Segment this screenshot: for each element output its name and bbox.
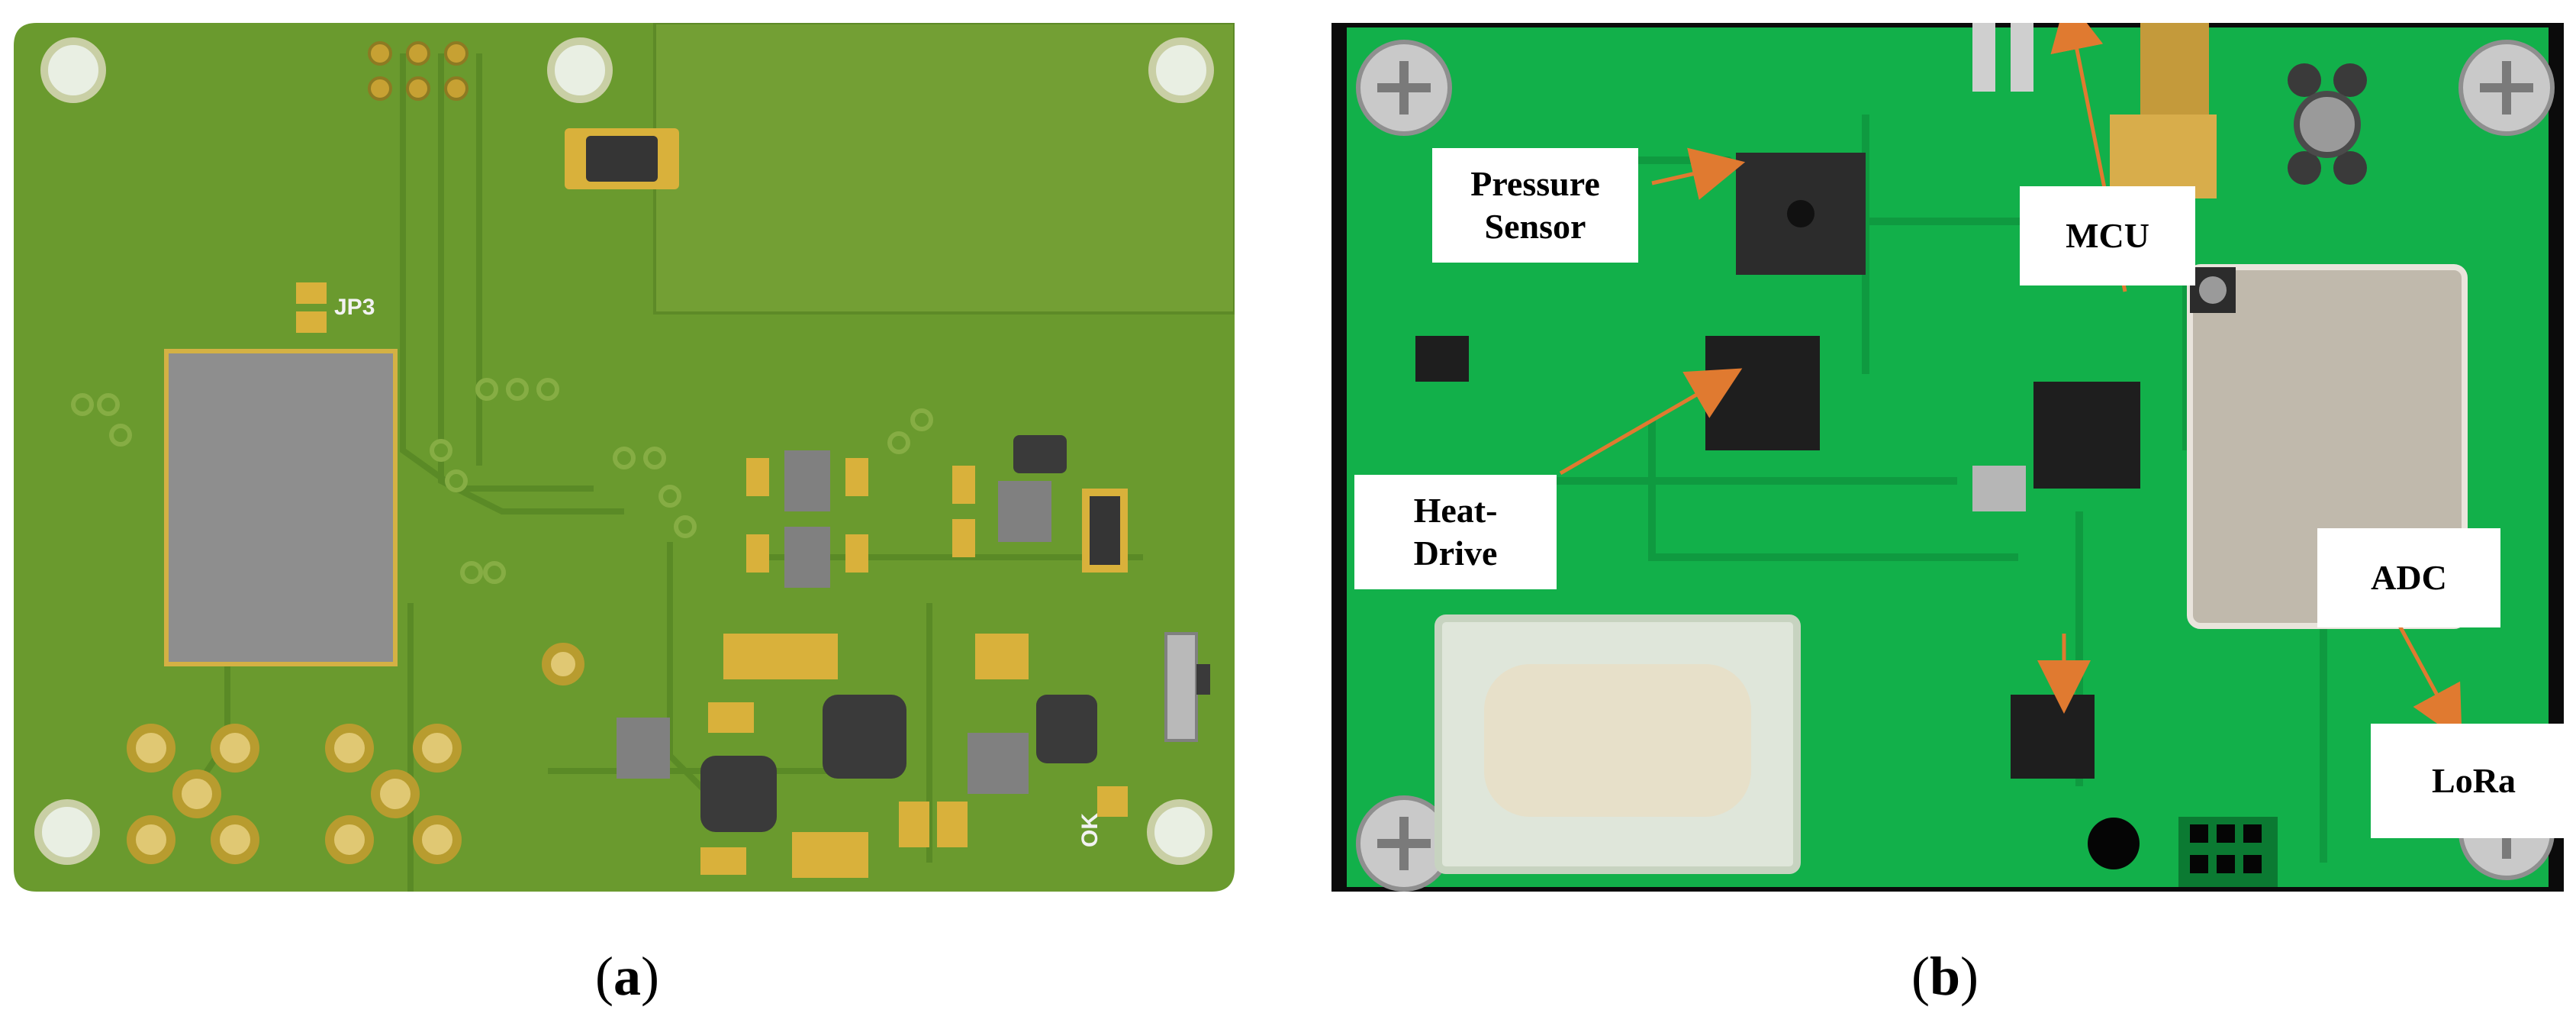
pcb-render-image: JP3 OK: [14, 23, 1235, 892]
pcb-photo-panel: Pressure Sensor MCU Heat- Drive ADC LoRa: [1331, 23, 2576, 892]
caption-a: (a): [595, 946, 659, 1007]
lora-label: LoRa: [2371, 724, 2576, 838]
pcb-render-panel: JP3 OK: [14, 23, 1235, 892]
mcu-label: MCU: [2020, 186, 2195, 285]
pressure-sensor-label: Pressure Sensor: [1432, 148, 1638, 263]
ok-silkscreen: OK: [1077, 813, 1103, 847]
adc-label: ADC: [2317, 528, 2500, 627]
caption-b: (b): [1911, 946, 1979, 1007]
caption-a-letter: a: [613, 946, 641, 1007]
jp3-silkscreen: JP3: [334, 295, 375, 320]
heat-drive-label: Heat- Drive: [1354, 475, 1557, 589]
caption-b-letter: b: [1929, 946, 1961, 1007]
pcb-photo-image: [1331, 23, 2564, 892]
